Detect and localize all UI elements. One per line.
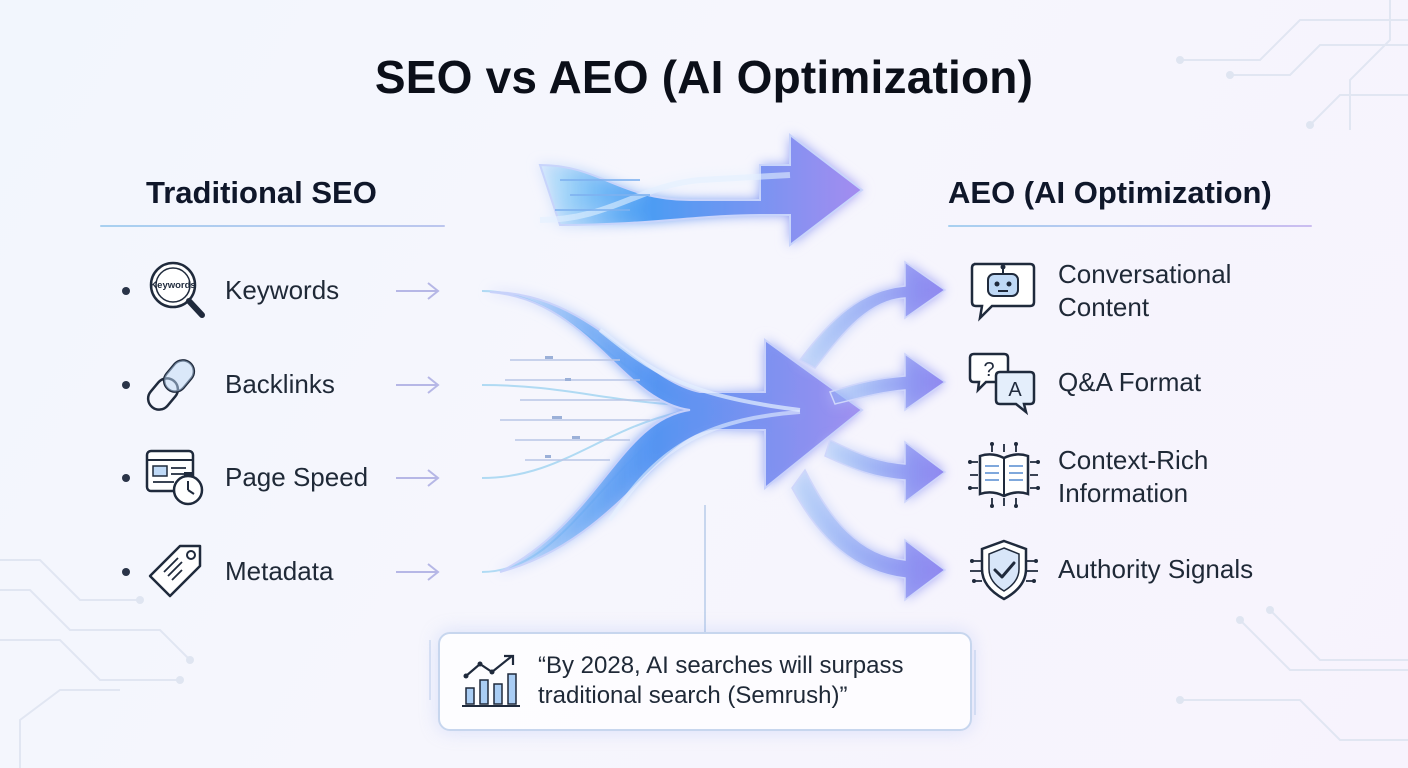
left-item-page-speed: Page Speed [122,448,452,508]
browser-stopwatch-icon [145,449,204,506]
left-item-keywords: Keywords Keywords [122,261,452,321]
svg-text:?: ? [983,359,994,381]
bullet [122,381,130,389]
bullet [122,568,130,576]
bullet [122,287,130,295]
chain-link-icon [146,359,196,411]
right-item-label-line1: Context-Rich [1058,445,1209,475]
data-stream-lines [500,359,660,461]
right-item-context-rich-information: Context-Rich Information [968,442,1388,512]
right-item-label-line2: Information [1058,478,1189,508]
left-item-label: Backlinks [225,369,335,399]
left-item-metadata: Metadata [122,542,452,602]
right-column-heading: AEO (AI Optimization) [948,175,1272,210]
right-item-qa-format: ? A Q&A Format [968,350,1388,416]
arrow-right-icon [396,469,440,487]
right-item-authority-signals: Authority Signals [968,537,1388,603]
page-title: SEO vs AEO (AI Optimization) [374,51,1034,103]
growth-chart-icon [462,654,520,707]
right-heading-rule [948,225,1312,227]
shield-check-icon [970,539,1038,601]
right-item-label-line2: Content [1058,292,1150,322]
keyword-magnifier-icon: Keywords [149,261,205,318]
quote-callout: “By 2028, AI searches will surpass tradi… [438,632,972,731]
right-item-conversational-content: Conversational Content [968,256,1388,326]
arrow-right-icon [396,282,440,300]
left-item-label: Metadata [225,556,334,586]
svg-text:Keywords: Keywords [150,280,195,291]
top-transition-arrow [538,132,864,248]
outgoing-arrows [791,260,947,602]
bullet [122,474,130,482]
data-stream-dots [545,356,580,458]
arrow-right-icon [396,563,440,581]
right-item-label-line1: Conversational [1058,259,1232,289]
robot-chat-icon [970,262,1036,322]
left-column-heading: Traditional SEO [146,175,377,210]
top-arrow-data-streams [555,179,650,211]
left-heading-rule [100,225,445,227]
left-item-label: Page Speed [225,462,369,492]
right-item-label-line1: Q&A Format [1058,367,1202,397]
right-item-label-line1: Authority Signals [1058,554,1254,584]
qa-bubbles-icon: ? A [968,352,1036,416]
circuit-book-icon [968,442,1040,508]
quote-text: “By 2028, AI searches will surpass tradi… [538,651,904,711]
left-item-label: Keywords [225,275,340,305]
svg-text:A: A [1008,379,1022,401]
quote-line1: “By 2028, AI searches will surpass [538,652,904,679]
arrow-right-icon [396,376,440,394]
central-merge-arrow [489,291,864,573]
tag-icon [148,544,202,598]
quote-line2: traditional search (Semrush)” [538,682,848,709]
left-item-backlinks: Backlinks [122,355,452,415]
